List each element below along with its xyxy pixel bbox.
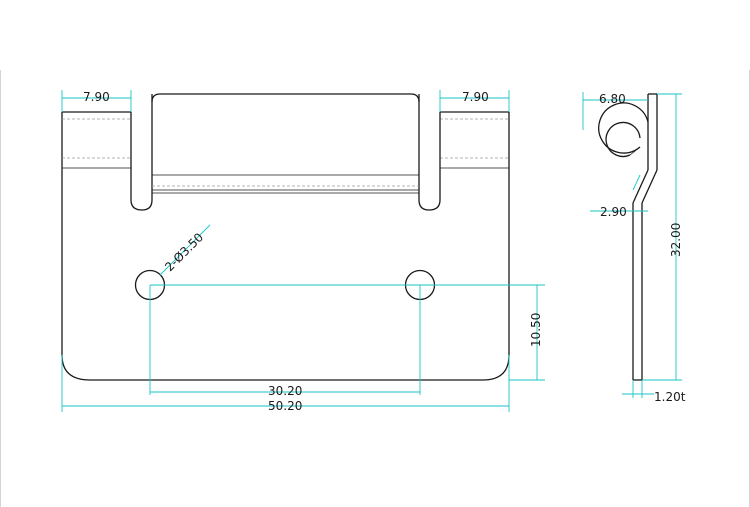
side-curl-outer xyxy=(598,102,649,154)
left-slot xyxy=(130,94,153,211)
dim-left-flange-text: 7.90 xyxy=(83,90,110,104)
center-knuckle xyxy=(151,93,420,103)
front-view: 7.90 7.90 2-Ø3.50 10.50 30.20 xyxy=(61,90,545,413)
dim-hole-offset-text: 10.50 xyxy=(529,313,543,347)
side-bend-hidden xyxy=(632,174,641,191)
dim-overall-width: 50.20 xyxy=(61,355,510,413)
dim-hole-callout: 2-Ø3.50 xyxy=(159,224,211,276)
dim-right-flange: 7.90 xyxy=(439,90,510,112)
side-curl-end xyxy=(629,146,641,156)
right-slot xyxy=(418,94,441,211)
dim-bend-offset-text: 2.90 xyxy=(600,205,627,219)
dim-hole-spacing-text: 30.20 xyxy=(268,384,302,398)
dim-overall-width-text: 50.20 xyxy=(268,399,302,413)
dim-hole-offset: 10.50 xyxy=(509,285,545,381)
plate-outline xyxy=(61,112,510,381)
dim-thickness-text: 1.20t xyxy=(654,390,686,404)
dim-hole-callout-text: 2-Ø3.50 xyxy=(162,230,206,274)
dim-hole-spacing: 30.20 xyxy=(150,384,420,398)
side-view: 6.80 2.90 32.00 1.20t xyxy=(582,92,686,404)
dim-overall-height-text: 32.00 xyxy=(669,223,683,257)
dim-curl: 6.80 xyxy=(582,92,648,130)
dim-bend-offset: 2.90 xyxy=(590,205,648,219)
dim-curl-text: 6.80 xyxy=(599,92,626,106)
side-bend-outer xyxy=(632,169,649,204)
side-curl-inner xyxy=(605,121,641,158)
dim-left-flange: 7.90 xyxy=(61,90,132,112)
dim-thickness: 1.20t xyxy=(622,380,686,404)
side-bend-inner xyxy=(641,169,658,204)
dim-overall-height: 32.00 xyxy=(642,93,683,381)
dim-right-flange-text: 7.90 xyxy=(462,90,489,104)
